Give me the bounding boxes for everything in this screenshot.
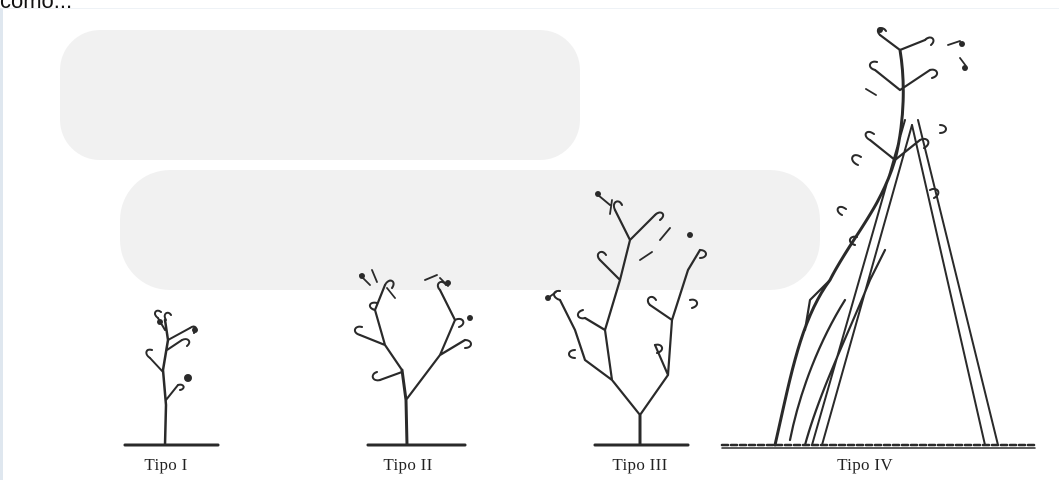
support-stake: [912, 120, 998, 445]
background-texture: [60, 30, 820, 290]
plant-tipo-1: [125, 311, 218, 445]
stem: [163, 320, 168, 445]
caption-tipo-1: Tipo I: [144, 455, 187, 475]
caption-tipo-4: Tipo IV: [837, 455, 893, 475]
caption-tipo-2: Tipo II: [383, 455, 432, 475]
leaf-cluster: [355, 281, 471, 381]
caption-tipo-3: Tipo III: [612, 455, 667, 475]
plant-tipo-2: [355, 270, 473, 445]
stem: [402, 370, 407, 445]
leaf-cluster: [838, 28, 946, 245]
